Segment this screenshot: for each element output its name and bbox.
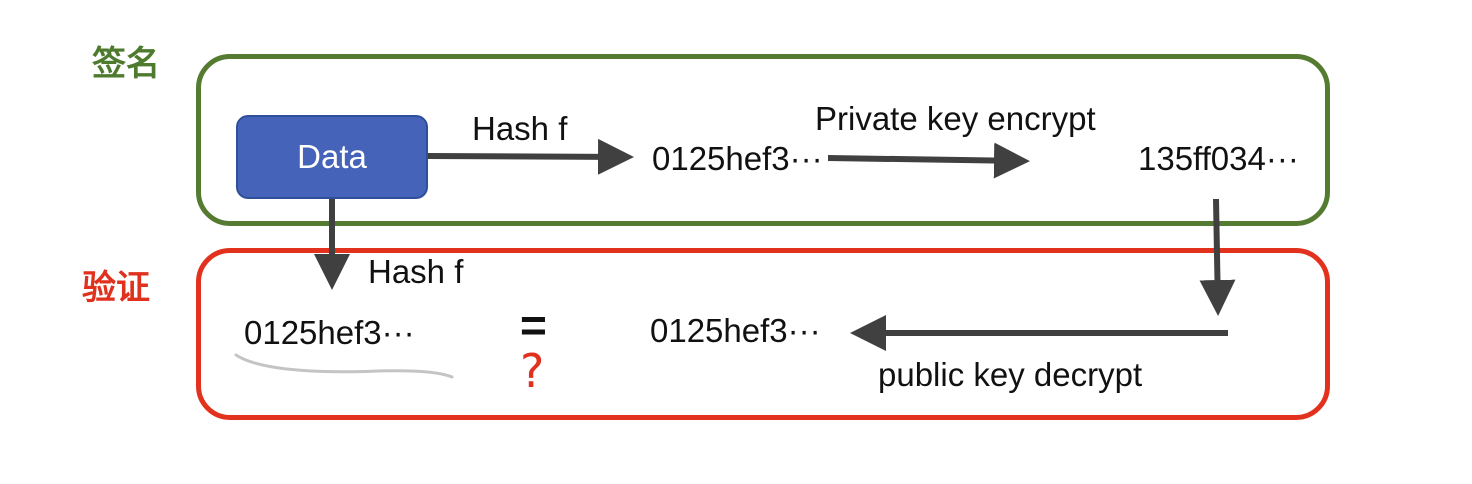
hash-to-signature-arrow [827, 142, 1030, 179]
computed-hash-value: 0125hef3··· [244, 314, 415, 351]
data-box: Data [236, 115, 428, 199]
public-key-decrypt-label: public key decrypt [878, 356, 1143, 393]
equals-symbol: = [520, 299, 547, 351]
verification-frame [196, 248, 1330, 420]
signature-down-arrow [1199, 198, 1236, 316]
signature-value: 135ff034··· [1138, 140, 1299, 177]
signing-frame [196, 54, 1330, 226]
hand-drawn-underline [234, 353, 454, 379]
signing-section-label: 签名 [92, 44, 160, 84]
verify-hash-function-label: Hash f [368, 253, 464, 290]
question-mark: ? [520, 344, 545, 398]
sign-hash-value: 0125hef3··· [652, 140, 823, 177]
private-key-encrypt-label: Private key encrypt [815, 100, 1096, 137]
sign-hash-function-label: Hash f [472, 110, 568, 147]
data-to-hash-arrow [427, 138, 634, 175]
verification-section-label: 验证 [82, 268, 150, 308]
decrypted-hash-value: 0125hef3··· [650, 312, 821, 349]
